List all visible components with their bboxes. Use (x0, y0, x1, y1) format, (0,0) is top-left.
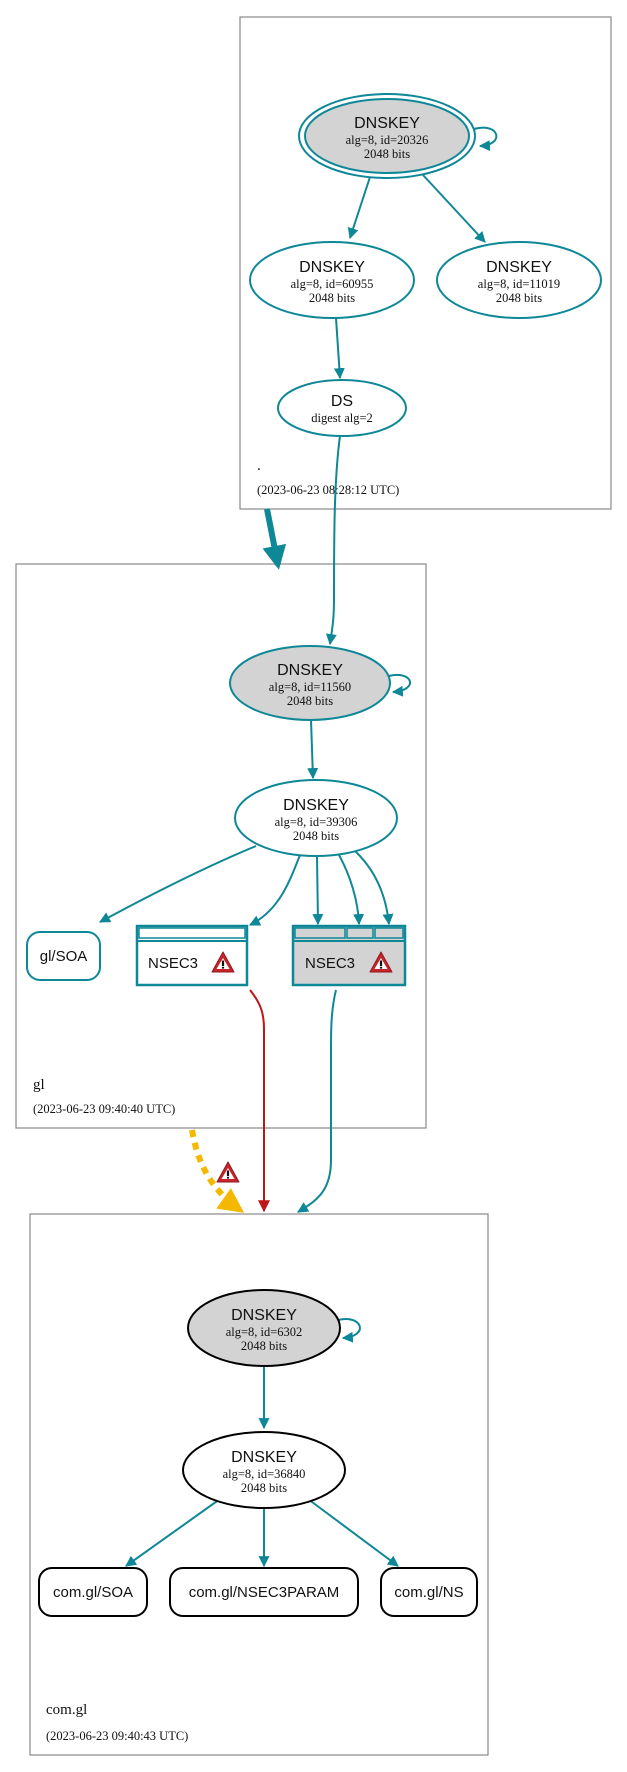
node-bits: 2048 bits (287, 694, 333, 708)
node-label: NSEC3 (148, 955, 198, 972)
edge-comgl-ksk-self (337, 1317, 361, 1343)
node-comgl-soa[interactable]: com.gl/SOA (38, 1567, 148, 1617)
node-detail: alg=8, id=11019 (478, 277, 560, 291)
node-shape (249, 241, 415, 319)
node-detail: alg=8, id=11560 (269, 680, 351, 694)
node-bits: 2048 bits (364, 147, 410, 161)
node-title: DNSKEY (299, 259, 365, 276)
node-detail: alg=8, id=39306 (275, 815, 358, 829)
node-label: gl/SOA (40, 948, 88, 965)
edge-gl-zsk-to-nsec3-b-2 (338, 854, 365, 926)
node-shape (277, 379, 407, 437)
node-comgl-ns[interactable]: com.gl/NS (380, 1567, 478, 1617)
node-label: NSEC3 (305, 955, 355, 972)
node-gl-ksk[interactable]: DNSKEY alg=8, id=11560 2048 bits (229, 645, 391, 721)
edge-root-ksk-to-zsk1 (347, 176, 371, 240)
node-gl-zsk[interactable]: DNSKEY alg=8, id=39306 2048 bits (234, 779, 398, 857)
edge-nsec3-b-to-com-gl (297, 989, 337, 1213)
edge-comgl-zsk-to-ns (307, 1498, 399, 1567)
node-shape (436, 241, 602, 319)
node-shape (182, 1431, 346, 1509)
node-comgl-zsk[interactable]: DNSKEY alg=8, id=36840 2048 bits (182, 1431, 346, 1509)
node-shape (304, 98, 470, 174)
nsec3-header-cell (374, 927, 404, 939)
edge-root-to-gl-delegation (262, 508, 287, 570)
zone-root-timestamp: (2023-06-23 08:28:12 UTC) (257, 483, 399, 497)
edge-root-zsk1-to-ds (333, 317, 345, 380)
node-shape (380, 1567, 478, 1617)
edge-gl-ksk-to-zsk (307, 719, 319, 780)
node-shape (187, 1289, 341, 1367)
node-label: com.gl/SOA (53, 1584, 133, 1601)
node-shape (169, 1567, 359, 1617)
node-gl-ds[interactable]: DS digest alg=2 (277, 379, 407, 437)
node-comgl-ksk[interactable]: DNSKEY alg=8, id=6302 2048 bits (187, 1289, 341, 1367)
node-shape (234, 779, 398, 857)
node-title: DS (331, 393, 353, 410)
node-bits: 2048 bits (293, 829, 339, 843)
edge-gl-zsk-to-nsec3-a (249, 854, 301, 926)
node-label: com.gl/NS (394, 1584, 463, 1601)
node-root-zsk1[interactable]: DNSKEY alg=8, id=60955 2048 bits (249, 241, 415, 319)
node-title: DNSKEY (354, 115, 420, 132)
node-root-ksk[interactable]: DNSKEY alg=8, id=20326 2048 bits (298, 93, 476, 179)
node-comgl-nsec3param[interactable]: com.gl/NSEC3PARAM (169, 1567, 359, 1617)
trust-anchor-ring (298, 93, 476, 179)
zone-com-gl-timestamp: (2023-06-23 09:40:43 UTC) (46, 1729, 188, 1743)
node-title: DNSKEY (283, 797, 349, 814)
nsec3-header-cell (346, 927, 374, 939)
node-bits: 2048 bits (241, 1481, 287, 1495)
node-title: DNSKEY (277, 662, 343, 679)
edges (99, 126, 498, 1568)
node-shape (229, 645, 391, 721)
node-shape (38, 1567, 148, 1617)
delegation-warning-icon[interactable] (216, 1161, 240, 1183)
edge-root-ksk-self (473, 126, 498, 152)
node-title: DNSKEY (486, 259, 552, 276)
node-root-zsk2[interactable]: DNSKEY alg=8, id=11019 2048 bits (436, 241, 602, 319)
zone-root-name: . (257, 458, 261, 474)
edge-gl-zsk-to-nsec3-b-3 (354, 850, 394, 926)
zone-gl-timestamp: (2023-06-23 09:40:40 UTC) (33, 1102, 175, 1116)
edge-nsec3-a-to-com-gl-bogus (249, 989, 270, 1213)
nsec3-header-cell (294, 927, 346, 939)
node-bits: 2048 bits (309, 291, 355, 305)
edge-comgl-zsk-to-soa (125, 1498, 221, 1567)
node-label: com.gl/NSEC3PARAM (189, 1584, 340, 1601)
node-title: DNSKEY (231, 1307, 297, 1324)
nsec3-header-cell (138, 927, 246, 939)
zone-com-gl-name: com.gl (46, 1702, 87, 1718)
node-bits: 2048 bits (496, 291, 542, 305)
edge-ds-to-gl-ksk (325, 435, 341, 646)
node-detail: digest alg=2 (311, 411, 373, 425)
edge-gl-ksk-self (388, 673, 411, 697)
node-detail: alg=8, id=20326 (346, 133, 429, 147)
zone-gl-name: gl (33, 1077, 45, 1093)
edge-root-ksk-to-zsk2 (422, 174, 486, 243)
node-shape (26, 931, 101, 981)
node-gl-soa[interactable]: gl/SOA (26, 931, 101, 981)
edge-gl-zsk-to-soa (99, 845, 257, 923)
edge-gl-zsk-to-nsec3-b-1 (312, 855, 324, 926)
node-bits: 2048 bits (241, 1339, 287, 1353)
node-gl-nsec3-a[interactable]: NSEC3 (135, 924, 249, 987)
node-detail: alg=8, id=36840 (223, 1467, 306, 1481)
node-detail: alg=8, id=6302 (226, 1325, 303, 1339)
node-title: DNSKEY (231, 1449, 297, 1466)
node-gl-nsec3-b[interactable]: NSEC3 (291, 924, 407, 987)
node-detail: alg=8, id=60955 (291, 277, 374, 291)
